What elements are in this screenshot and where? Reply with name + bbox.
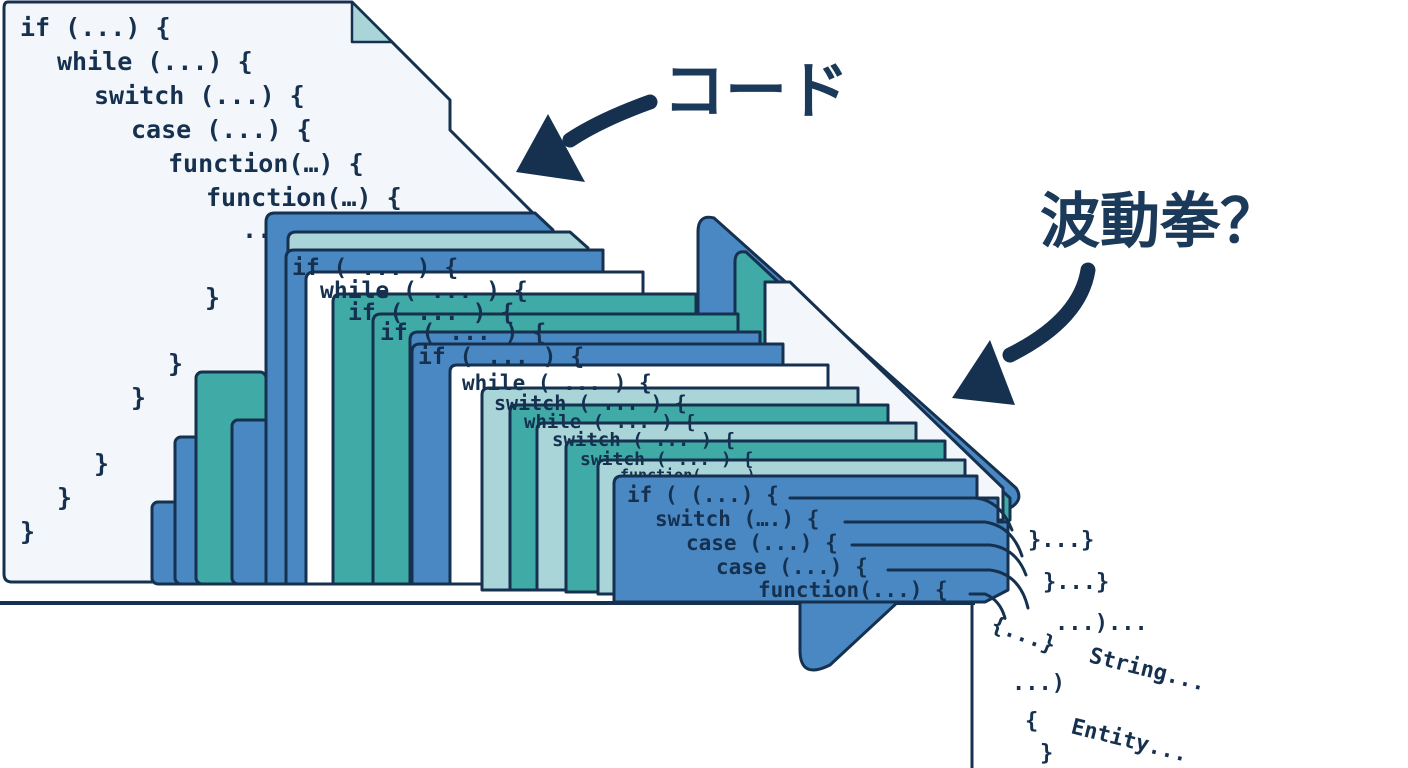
arrow-to-code-icon [516, 94, 658, 182]
layer-fragments: if ( ... ) { while ( ... ) { if ( ... ) … [292, 255, 755, 484]
debris-text: }...} [1043, 570, 1109, 595]
fragment-if: if ( ... ) { [380, 320, 546, 346]
front-line-if: if ( (...) { [627, 483, 779, 507]
front-line-switch: switch (….) { [655, 507, 819, 531]
front-sheet-text: if ( (...) { switch (….) { case (...) { … [627, 483, 948, 602]
fragment-while: while ( ... ) { [320, 278, 528, 304]
debris-text: Entity... [1069, 715, 1191, 768]
debris-text: String... [1087, 644, 1209, 697]
fragment-switch: switch ( ... ) { [552, 429, 735, 451]
code-line-while: while (...) { [57, 47, 253, 76]
closing-brace: } [94, 449, 109, 478]
debris-text: } [1040, 741, 1053, 766]
code-line-switch: switch (...) { [94, 81, 305, 110]
closing-brace: } [20, 517, 35, 546]
label-hadouken: 波動拳？ [1040, 187, 1280, 257]
closing-brace: } [168, 349, 183, 378]
debris-text: ...)... [1055, 611, 1148, 636]
front-line-case: case (...) { [686, 531, 838, 555]
code-line-if: if (...) { [20, 13, 171, 42]
fragment-if: if ( ... ) { [418, 344, 584, 370]
code-line-case: case (...) { [131, 115, 312, 144]
debris-text: {...} [988, 612, 1059, 658]
front-line-function: function(...) { [758, 578, 948, 602]
closing-brace: } [131, 383, 146, 412]
fragment-if: if ( ... ) { [348, 300, 514, 326]
front-sheet [612, 474, 1030, 620]
fragment-switch: switch ( ... ) { [580, 449, 753, 470]
code-line-function-2: function(…) { [206, 183, 402, 212]
code-sheet-back-text: if (...) { while (...) { switch (...) { … [20, 13, 402, 546]
front-line-case: case (...) { [716, 555, 868, 579]
debris-text: }...} [1028, 528, 1094, 553]
fragment-while: while ( ... ) { [524, 411, 696, 433]
label-code: コード [663, 54, 849, 127]
debris-text: { [1025, 709, 1038, 734]
debris-text: ...) [1012, 671, 1065, 696]
code-line-function-1: function(…) { [168, 149, 364, 178]
fragment-if: if ( ... ) { [292, 255, 458, 281]
closing-brace: } [57, 483, 72, 512]
fragment-switch: switch ( ... ) { [494, 391, 687, 415]
fragment-while: while ( ... ) { [462, 371, 652, 395]
closing-brace: } [205, 283, 220, 312]
arrow-to-wave-icon [952, 262, 1096, 405]
